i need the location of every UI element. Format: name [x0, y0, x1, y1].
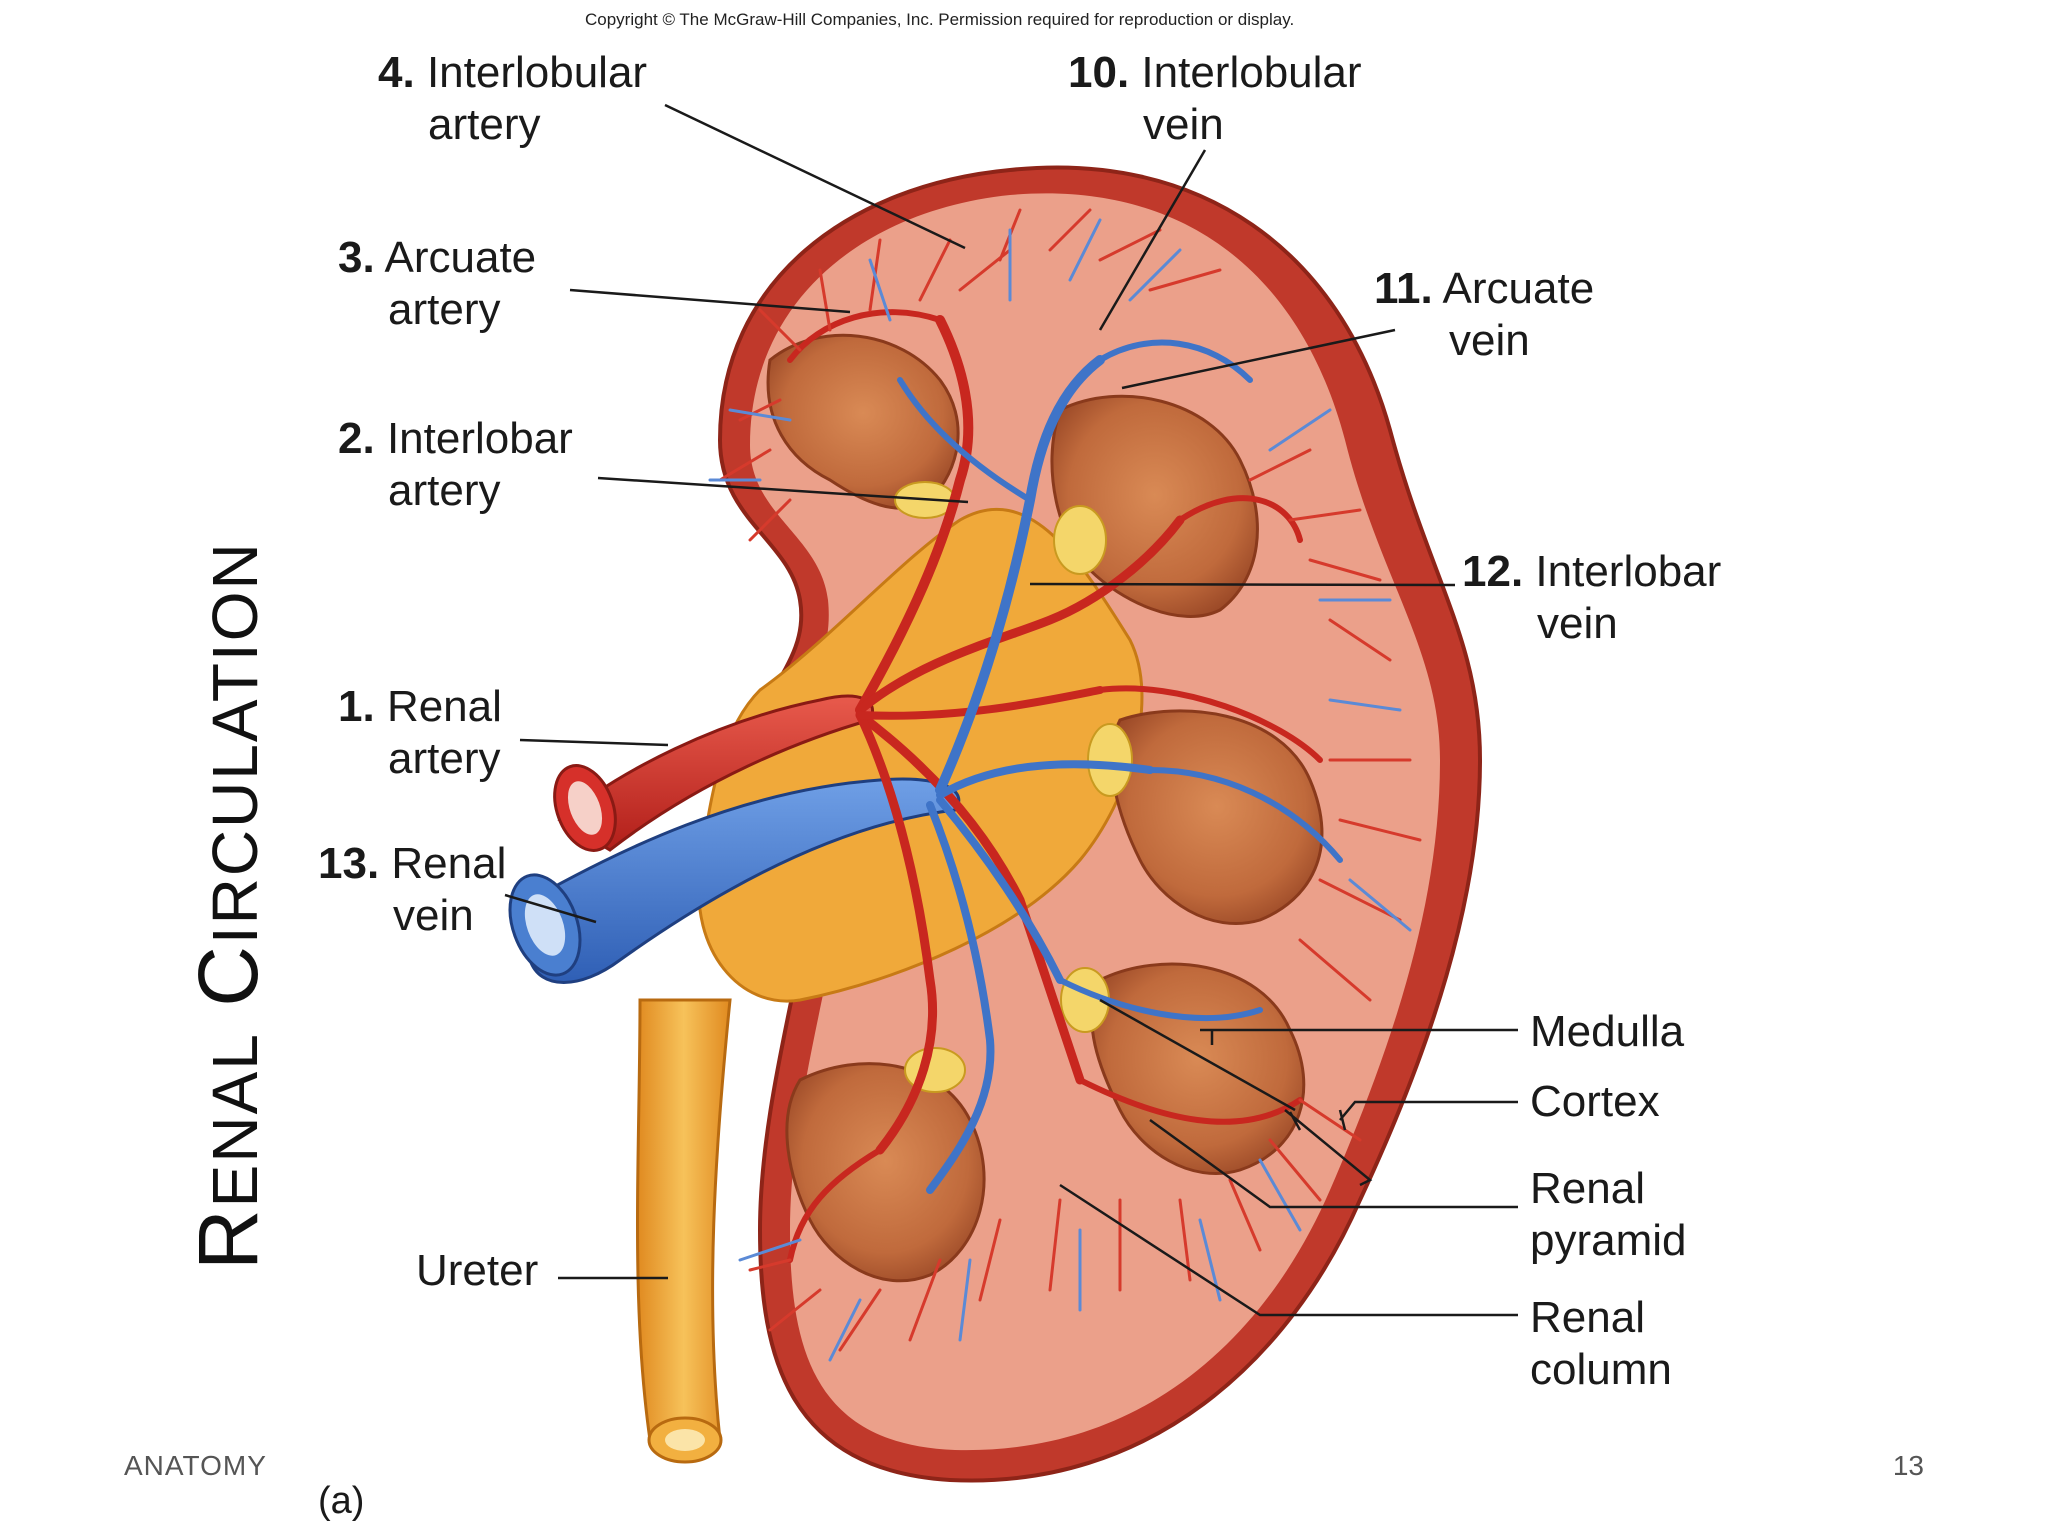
label-text: Renal: [391, 839, 507, 888]
label-text: Interlobar: [1535, 547, 1722, 596]
copyright-notice: Copyright © The McGraw-Hill Companies, I…: [585, 10, 1295, 29]
label-number: 10.: [1068, 48, 1130, 97]
label-text: Renal: [1530, 1293, 1645, 1342]
label-number: 1.: [338, 682, 375, 731]
label-renal-column: Renal column: [1530, 1292, 1672, 1396]
label-interlobar-vein: 12. Interlobar vein: [1462, 546, 1721, 650]
renal-vein-trunk: [528, 777, 961, 984]
label-cortex: Cortex: [1530, 1076, 1660, 1128]
label-number: 3.: [338, 233, 375, 282]
label-text: Renal: [386, 682, 502, 731]
venous-branches: [897, 339, 1343, 1194]
label-number: 4.: [378, 48, 415, 97]
label-text: vein: [1143, 100, 1224, 149]
label-text: Arcuate: [1442, 264, 1595, 313]
label-number: 11.: [1374, 264, 1433, 313]
label-ureter: Ureter: [416, 1245, 538, 1297]
label-text: vein: [393, 891, 474, 940]
label-arcuate-vein: 11. Arcuate vein: [1374, 263, 1594, 367]
label-text: Interlobular: [1141, 48, 1362, 97]
label-interlobar-artery: 2. Interlobar artery: [338, 413, 573, 517]
label-text: Ureter: [416, 1246, 539, 1295]
interlobular-veins: [708, 218, 1412, 1362]
label-text: artery: [388, 285, 501, 334]
label-text: column: [1530, 1345, 1672, 1394]
renal-pyramid: [1110, 709, 1324, 926]
label-text: Interlobar: [386, 414, 573, 463]
leader-lines: [504, 103, 1518, 1317]
label-interlobular-artery: 4. Interlobular artery: [378, 47, 647, 151]
label-text: artery: [428, 100, 541, 149]
label-text: Cortex: [1530, 1077, 1660, 1126]
label-text: artery: [388, 734, 501, 783]
label-renal-artery: 1. Renal artery: [338, 681, 502, 785]
label-renal-vein: 13. Renal vein: [318, 838, 506, 942]
label-medulla: Medulla: [1530, 1006, 1684, 1058]
label-text: pyramid: [1530, 1216, 1687, 1265]
label-number: 12.: [1462, 547, 1524, 596]
label-text: Renal: [1530, 1164, 1645, 1213]
label-text: artery: [388, 466, 501, 515]
ureter-tube: [636, 998, 732, 1442]
label-text: vein: [1449, 316, 1530, 365]
label-text: Medulla: [1530, 1007, 1685, 1056]
label-text: vein: [1537, 599, 1618, 648]
label-renal-pyramid: Renal pyramid: [1530, 1163, 1687, 1267]
figure-panel-tag: (a): [318, 1480, 365, 1522]
footer-course-name: ANATOMY: [124, 1450, 267, 1481]
label-arcuate-artery: 3. Arcuate artery: [338, 232, 536, 336]
label-number: 13.: [318, 839, 380, 888]
label-text: Arcuate: [384, 233, 537, 282]
arterial-branches: [787, 309, 1323, 1263]
label-text: Interlobular: [426, 48, 648, 97]
label-number: 2.: [338, 414, 375, 463]
label-interlobular-vein: 10. Interlobular vein: [1068, 47, 1362, 151]
footer-page-number: 13: [1892, 1450, 1924, 1481]
